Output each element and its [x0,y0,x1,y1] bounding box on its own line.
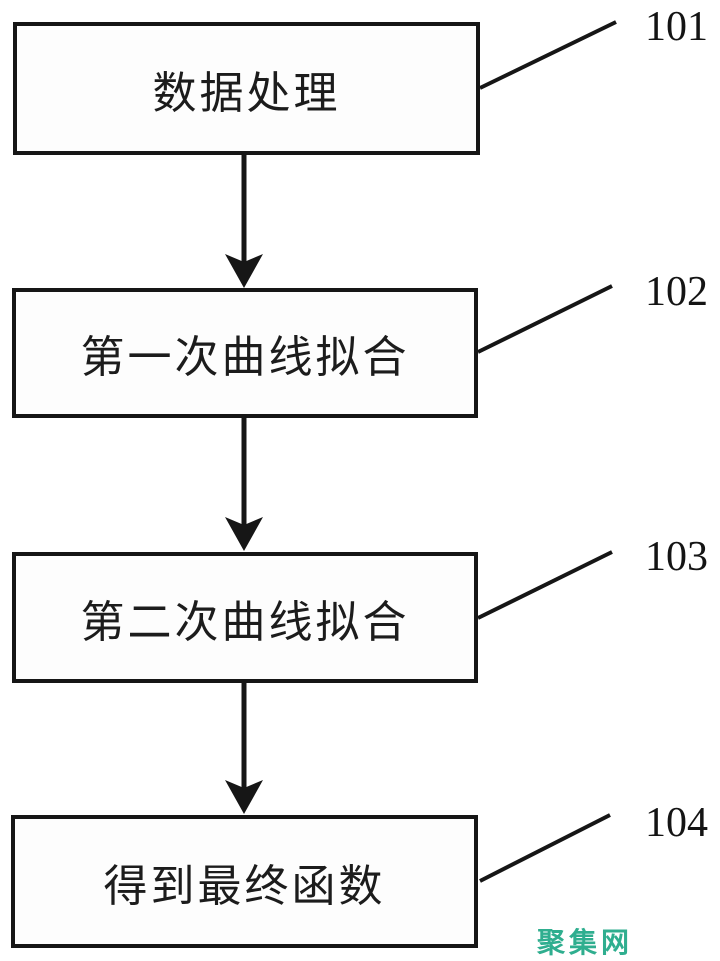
ref-label-102: 102 [645,269,708,315]
leader-line-104 [479,813,611,883]
flow-box-label: 数据处理 [152,68,341,118]
flow-arrow-102-103 [225,418,263,551]
ref-label-104: 104 [645,800,708,846]
flow-box-label: 第二次曲线拟合 [80,597,410,647]
leader-line-102 [477,284,613,354]
watermark: 聚集网 [537,927,634,958]
flow-box-step-101: 数据处理 [13,22,480,155]
flow-box-label: 得到最终函数 [103,861,386,911]
flow-box-step-104: 得到最终函数 [11,815,478,948]
flow-arrow-103-104 [225,683,263,814]
flow-box-step-103: 第二次曲线拟合 [12,552,478,683]
ref-label-103: 103 [645,534,708,580]
flow-box-label: 第一次曲线拟合 [80,333,410,382]
leader-line-103 [477,550,613,620]
ref-label-101: 101 [645,4,708,50]
flow-box-step-102: 第一次曲线拟合 [12,288,478,418]
leader-line-101 [479,20,617,90]
flow-arrow-101-102 [225,155,263,288]
